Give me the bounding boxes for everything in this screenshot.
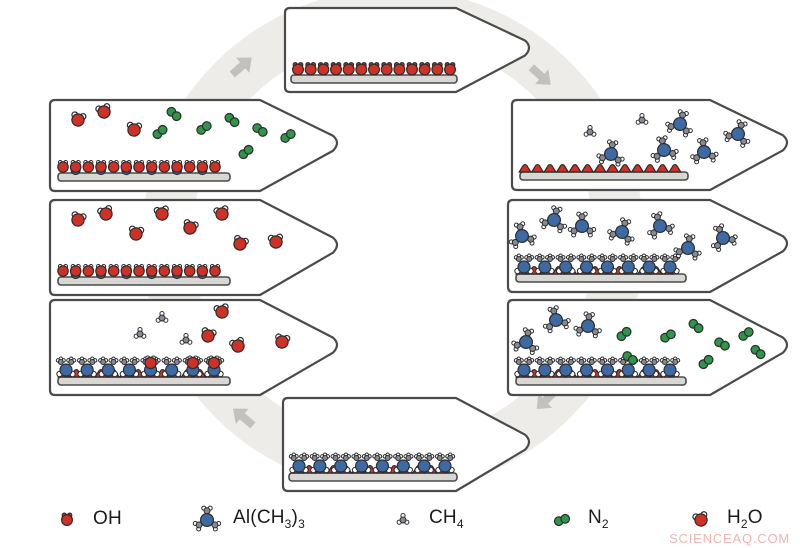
h2o-molecule: [213, 303, 229, 319]
tma-molecule: [673, 233, 702, 261]
h2o-molecule: [126, 121, 143, 137]
surface-species: [513, 253, 681, 275]
substrate-bar: [57, 376, 231, 386]
n2-molecule: [152, 124, 168, 140]
tma-molecule: [665, 109, 693, 138]
tma-molecule: [539, 205, 568, 234]
panel-n2-purge-after-h2o: [48, 98, 339, 193]
surface-species: [513, 356, 681, 378]
panel-tma-reaction: [506, 198, 789, 294]
n2-molecule: [238, 144, 254, 160]
n2-molecule: [224, 112, 240, 128]
n2-molecule: [280, 129, 296, 143]
ch4-molecule: [155, 311, 169, 323]
legend-item-n2: N2: [545, 500, 609, 538]
h2o-molecule: [71, 111, 87, 127]
n2-molecule: [196, 121, 212, 135]
n2-molecule: [738, 327, 754, 341]
tma-molecule: [650, 135, 679, 163]
tma-molecule: [647, 211, 675, 240]
substrate-bar: [515, 376, 687, 386]
legend: OH Al(CH3)3 CH4 N2 H2O: [0, 500, 800, 540]
substrate-bar: [519, 171, 689, 181]
watermark-text: SCIENCEAQ.COM: [669, 531, 790, 546]
h2o-molecule: [95, 103, 111, 119]
tma-molecule: [508, 221, 537, 250]
legend-label-n2: N2: [588, 507, 609, 531]
h2o-molecule: [71, 211, 87, 227]
ch4-molecule: [179, 333, 193, 345]
tma-molecule: [511, 327, 540, 356]
h2o-molecule: [183, 219, 199, 235]
n2-molecule: [750, 344, 766, 360]
tma-molecule: [542, 305, 571, 334]
tma-molecule: [573, 311, 602, 339]
substrate-bar: [290, 74, 458, 84]
panel-hydroxylated-substrate: [283, 6, 531, 94]
n2-molecule: [166, 106, 182, 122]
tma-molecule: [607, 217, 635, 246]
ch4-molecule: [583, 125, 597, 137]
surface-species: [57, 160, 221, 176]
cycle-arrow-icon: [233, 408, 256, 429]
tma-molecule: [710, 223, 738, 252]
h2o-molecule: [229, 336, 245, 353]
reactor-panel-outline: [506, 298, 789, 397]
panel-h2o-dose: [48, 298, 339, 397]
legend-label-h2o: H2O: [727, 507, 763, 531]
tma-molecule: [596, 139, 625, 167]
reactor-panel-outline: [510, 98, 789, 192]
h2o-molecule: [128, 225, 145, 241]
ch4-molecule: [635, 113, 649, 125]
tma-molecule: [690, 137, 719, 165]
panel-n2-purge-after-tma: [506, 298, 789, 397]
cycle-arrow-icon: [229, 57, 252, 78]
legend-item-ch4: CH4: [386, 500, 464, 538]
panel-methyl-terminated-surface: [281, 396, 531, 493]
h2o-molecule: [267, 233, 284, 249]
h2o-molecule: [233, 234, 249, 251]
h2o-molecule: [213, 205, 229, 221]
panel-tma-dose: [510, 98, 789, 192]
n2-molecule: [714, 337, 730, 351]
legend-item-tma: Al(CH3)3: [190, 500, 305, 538]
surface-species: [288, 452, 456, 474]
ch4-icon: [396, 513, 410, 525]
n2-molecule: [616, 326, 632, 342]
legend-label-tma: Al(CH3)3: [233, 507, 305, 531]
legend-label-oh: OH: [93, 508, 122, 529]
legend-item-h2o: H2O: [684, 500, 763, 538]
h2o-molecule: [153, 205, 169, 221]
surface-species: [55, 355, 225, 378]
tma-icon: [192, 505, 222, 532]
h2o-molecule: [201, 327, 217, 343]
n2-molecule: [660, 329, 676, 343]
cycle-arrow-icon: [528, 64, 551, 85]
tma-molecule: [723, 119, 751, 148]
substrate-bar: [288, 472, 458, 482]
surface-species: [291, 62, 457, 76]
surface-species: [57, 264, 221, 280]
legend-item-oh: OH: [50, 500, 122, 538]
n2-molecule: [698, 354, 714, 370]
h2o-molecule: [275, 333, 291, 349]
panel-h2o-reaction: [48, 198, 339, 297]
n2-icon: [553, 513, 571, 527]
n2-molecule: [622, 351, 638, 365]
legend-label-ch4: CH4: [429, 507, 464, 531]
n2-molecule: [252, 123, 268, 137]
h2o-icon: [692, 511, 708, 527]
h2o-molecule: [97, 205, 113, 221]
n2-molecule: [688, 318, 704, 334]
surface-species: [518, 163, 682, 173]
substrate-bar: [515, 273, 687, 283]
ch4-molecule: [133, 327, 147, 339]
oh-icon: [60, 512, 74, 527]
tma-molecule: [567, 211, 597, 238]
